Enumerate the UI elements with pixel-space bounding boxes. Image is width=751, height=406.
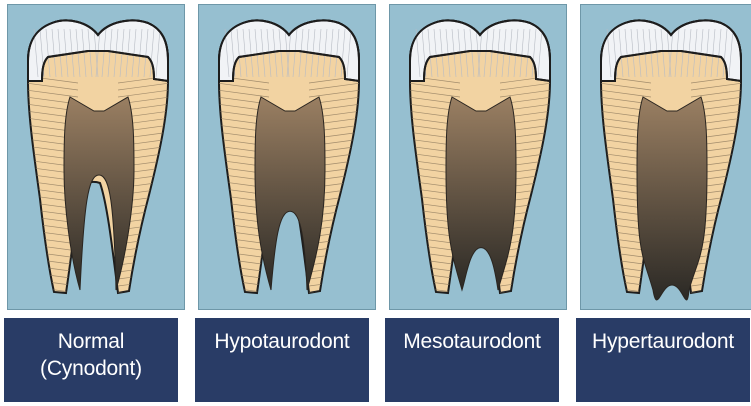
label-line: Hypertaurodont: [576, 328, 750, 355]
label-hypertaurodont: Hypertaurodont: [576, 318, 750, 402]
tooth-mesotaurodont: [390, 5, 567, 310]
panel-normal: [7, 4, 185, 310]
pulp-chamber: [255, 97, 325, 290]
label-line: Mesotaurodont: [385, 328, 559, 355]
pulp-chamber: [446, 97, 516, 290]
panel-hypertaurodont: [580, 4, 751, 310]
panel-hypotaurodont: [198, 4, 376, 310]
label-hypotaurodont: Hypotaurodont: [195, 318, 369, 402]
pulp-chamber: [64, 97, 134, 290]
label-mesotaurodont: Mesotaurodont: [385, 318, 559, 402]
label-line: Hypotaurodont: [195, 328, 369, 355]
tooth-hypotaurodont: [199, 5, 376, 310]
panel-mesotaurodont: [389, 4, 567, 310]
label-line: (Cynodont): [4, 355, 178, 382]
label-normal: Normal(Cynodont): [4, 318, 178, 402]
tooth-hypertaurodont: [581, 5, 751, 310]
label-line: Normal: [4, 328, 178, 355]
tooth-normal: [8, 5, 185, 310]
